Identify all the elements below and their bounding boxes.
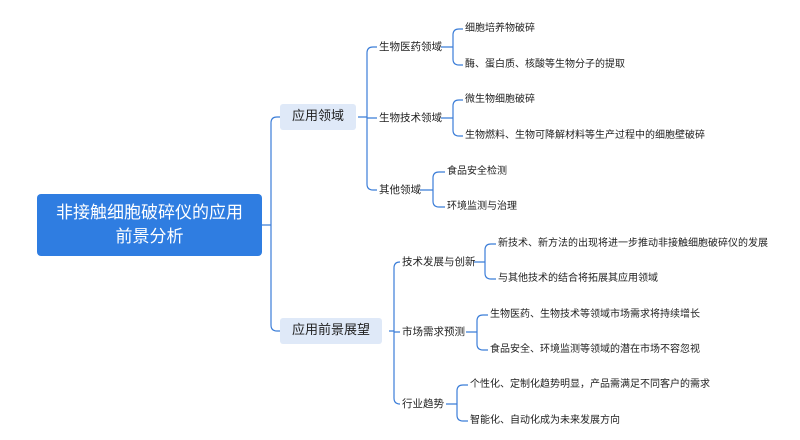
- leaf-biomolecule-extraction[interactable]: 酶、蛋白质、核酸等生物分子的提取: [465, 59, 625, 70]
- connector-trends: [446, 384, 468, 422]
- connector-other: [420, 171, 445, 208]
- topic-biotech[interactable]: 生物技术领域: [379, 112, 442, 124]
- root-topic[interactable]: 非接触细胞破碎仪的应用 前景分析: [37, 194, 262, 256]
- connector-root: [262, 116, 280, 332]
- root-title-line2: 前景分析: [115, 227, 184, 247]
- leaf-environment[interactable]: 环境监测与治理: [447, 201, 517, 212]
- connector-biotech: [441, 99, 463, 137]
- branch-application-fields[interactable]: 应用领域: [280, 104, 357, 130]
- connector-biomedicine: [441, 28, 463, 66]
- topic-other-fields[interactable]: 其他领域: [379, 184, 421, 196]
- connector-tech-innovation: [474, 243, 496, 280]
- leaf-personalization[interactable]: 个性化、定制化趋势明显，产品需满足不同客户的需求: [470, 379, 710, 390]
- leaf-microbial-cell[interactable]: 微生物细胞破碎: [465, 94, 535, 105]
- topic-market-forecast[interactable]: 市场需求预测: [402, 326, 465, 338]
- leaf-tech-combination[interactable]: 与其他技术的结合将拓展其应用领域: [498, 273, 658, 284]
- root-title-line1: 非接触细胞破碎仪的应用: [56, 203, 243, 223]
- topic-industry-trends[interactable]: 行业趋势: [402, 398, 444, 410]
- topic-biomedicine[interactable]: 生物医药领域: [379, 41, 442, 53]
- connector-outlook: [389, 261, 401, 405]
- leaf-potential-market[interactable]: 食品安全、环境监测等领域的潜在市场不容忽视: [490, 344, 700, 355]
- leaf-cell-wall-disruption[interactable]: 生物燃料、生物可降解材料等生产过程中的细胞壁破碎: [465, 130, 705, 141]
- connector-application-fields: [358, 46, 377, 191]
- topic-tech-innovation[interactable]: 技术发展与创新: [402, 256, 476, 268]
- leaf-new-tech[interactable]: 新技术、新方法的出现将进一步推动非接触细胞破碎仪的发展: [498, 238, 768, 249]
- leaf-cell-culture[interactable]: 细胞培养物破碎: [465, 23, 535, 34]
- connector-market: [466, 314, 488, 351]
- branch-outlook[interactable]: 应用前景展望: [280, 318, 383, 344]
- leaf-automation[interactable]: 智能化、自动化成为未来发展方向: [470, 415, 620, 426]
- leaf-food-safety[interactable]: 食品安全检测: [447, 166, 507, 177]
- leaf-market-growth[interactable]: 生物医药、生物技术等领域市场需求将持续增长: [490, 309, 700, 320]
